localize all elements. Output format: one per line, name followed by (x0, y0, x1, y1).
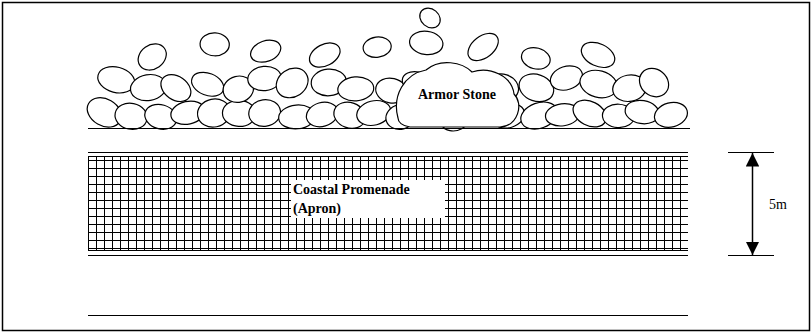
frame (3, 3, 810, 331)
armor-stones (82, 4, 690, 136)
stone-base-line (88, 128, 690, 129)
ground-line (88, 315, 688, 316)
band-label: Coastal Promenade (Apron) (291, 180, 445, 218)
dimension-label: 5m (767, 196, 789, 213)
promenade-band: Coastal Promenade (Apron) (88, 152, 688, 256)
stone-label: Armor Stone (416, 86, 498, 103)
